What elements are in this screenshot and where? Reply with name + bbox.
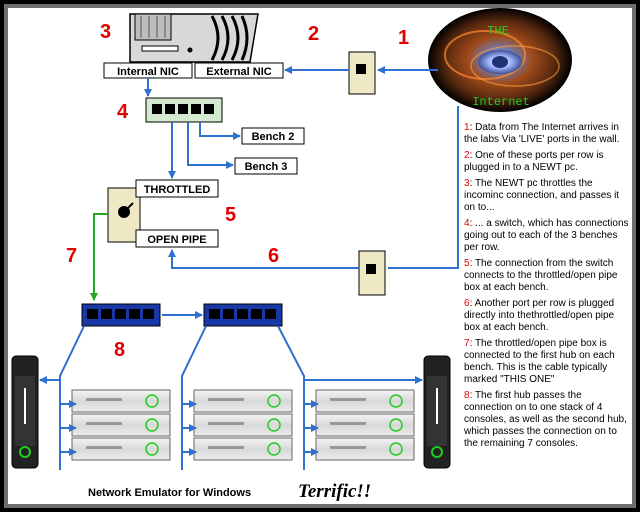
cable-switch-to-bench2	[199, 122, 241, 140]
internet-bottom-label: Internet	[472, 95, 530, 109]
callout-7: 7	[66, 245, 77, 267]
note-number: 7	[464, 338, 470, 349]
external-nic-label: External NIC	[206, 66, 271, 78]
callout-8: 8	[114, 339, 125, 361]
open-pipe-box	[135, 229, 219, 248]
console-icon	[193, 437, 293, 461]
hub-icon	[81, 303, 161, 327]
hub-icon	[203, 303, 283, 327]
note-text: : The throttled/open pipe box is connect…	[464, 338, 615, 385]
console-icon	[71, 413, 171, 437]
note-6: 6: Another port per row is plugged direc…	[464, 298, 632, 334]
network-switch-icon	[145, 97, 223, 123]
console-icon	[315, 389, 415, 413]
console-stack	[315, 389, 415, 461]
internet-top-label: THE	[487, 24, 509, 38]
cable-internet-to-port6	[388, 106, 459, 269]
note-number: 6	[464, 298, 470, 309]
internet-cloud-icon: THE Internet	[428, 8, 572, 112]
callout-3: 3	[100, 21, 111, 43]
console-icon	[315, 437, 415, 461]
cable-hub1-bus	[59, 325, 85, 470]
wall-port-icon	[358, 250, 386, 296]
note-number: 8	[464, 390, 470, 401]
footer-title: Network Emulator for Windows	[88, 487, 251, 499]
callout-4: 4	[117, 101, 129, 123]
console-icon	[11, 355, 39, 469]
cable-port6-to-throttle	[168, 249, 359, 269]
console-icon	[193, 389, 293, 413]
note-4: 4: ... a switch, which has connections g…	[464, 218, 632, 254]
callout-5: 5	[225, 204, 236, 226]
external-nic-box	[194, 62, 284, 79]
console-icon	[71, 389, 171, 413]
note-number: 3	[464, 178, 470, 189]
callout-2: 2	[308, 23, 319, 45]
note-1: 1: Data from The Internet arrives in the…	[464, 122, 632, 146]
notes-panel: 1: Data from The Internet arrives in the…	[464, 122, 632, 454]
callout-6: 6	[268, 245, 279, 267]
console-icon	[71, 437, 171, 461]
internal-nic-label: Internal NIC	[117, 66, 179, 78]
note-text: : Another port per row is plugged direct…	[464, 298, 615, 333]
open-pipe-label: OPEN PIPE	[147, 234, 206, 246]
bench-3-box	[234, 157, 298, 175]
bench-3-label: Bench 3	[245, 161, 288, 173]
note-number: 4	[464, 218, 470, 229]
console-icon	[193, 413, 293, 437]
throttled-label: THROTTLED	[144, 184, 211, 196]
note-8: 8: The first hub passes the connection o…	[464, 390, 632, 450]
console-icon	[315, 413, 415, 437]
note-number: 1	[464, 122, 470, 133]
console-stack	[71, 389, 171, 461]
note-text: : The connection from the switch connect…	[464, 258, 618, 293]
terrific-label: Terrific!!	[298, 481, 371, 502]
note-2: 2: One of these ports per row is plugged…	[464, 150, 632, 174]
note-text: : The NEWT pc throttles the incominc con…	[464, 178, 620, 213]
bench-2-label: Bench 2	[252, 131, 295, 143]
note-3: 3: The NEWT pc throttles the incominc co…	[464, 178, 632, 214]
note-5: 5: The connection from the switch connec…	[464, 258, 632, 294]
note-text: : One of these ports per row is plugged …	[464, 150, 604, 173]
cable-switch-to-bench3	[187, 122, 234, 169]
cable-throttle-to-hub	[90, 213, 108, 301]
note-text: : Data from The Internet arrives in the …	[464, 122, 620, 145]
note-text: : The first hub passes the connection on…	[464, 390, 627, 449]
callout-1: 1	[398, 27, 409, 49]
pc-tower-icon	[129, 13, 259, 63]
note-7: 7: The throttled/open pipe box is connec…	[464, 338, 632, 386]
console-icon	[423, 355, 451, 469]
throttled-box	[135, 179, 219, 198]
throttle-box-icon	[107, 187, 141, 243]
console-stack	[193, 389, 293, 461]
note-number: 2	[464, 150, 470, 161]
bench-2-box	[241, 127, 305, 145]
note-number: 5	[464, 258, 470, 269]
cable-hub2-bus-b	[277, 325, 305, 470]
note-text: : ... a switch, which has connections go…	[464, 218, 629, 253]
cable-hub2-bus-a	[181, 325, 207, 470]
wall-port-icon	[348, 51, 376, 95]
